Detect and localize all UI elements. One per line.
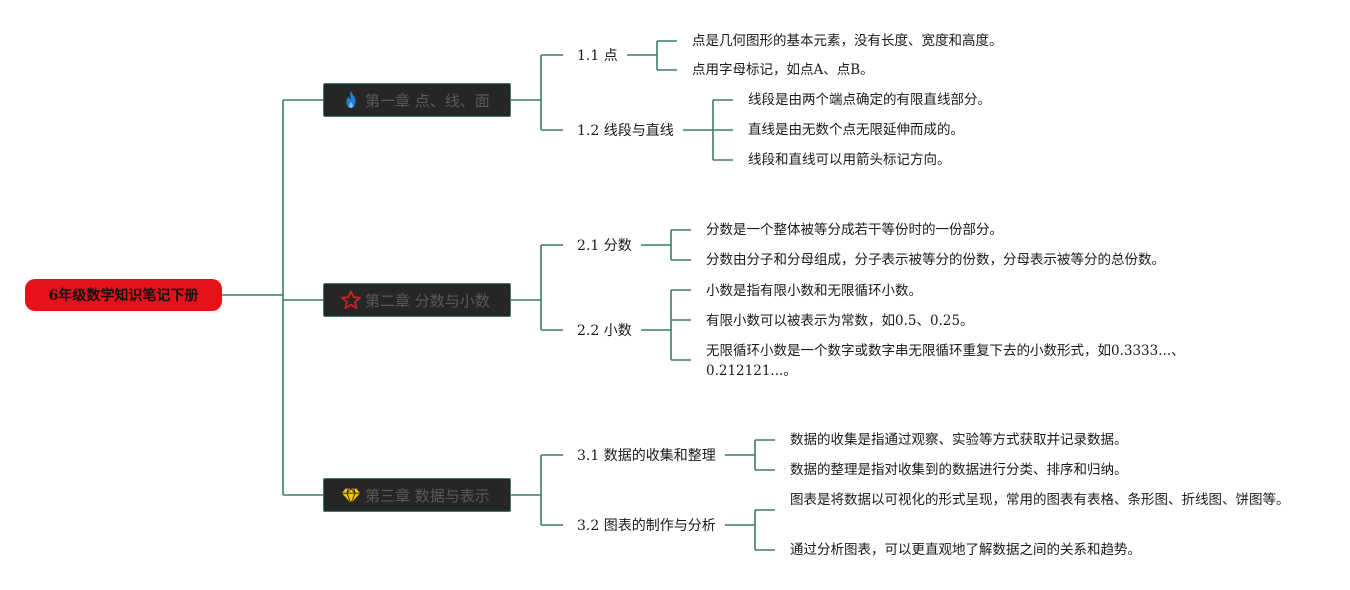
- root-node[interactable]: 6年级数学知识笔记下册: [25, 279, 222, 311]
- star-outline-icon: [340, 289, 362, 311]
- section-1-2[interactable]: 1.2 线段与直线: [577, 123, 674, 139]
- leaf-point: 数据的整理是指对收集到的数据进行分类、排序和归纳。: [790, 462, 1128, 478]
- chapter-node-3[interactable]: 第三章 数据与表示: [323, 478, 511, 512]
- leaf-point: 有限小数可以被表示为常数，如0.5、0.25。: [706, 313, 974, 329]
- leaf-point: 点用字母标记，如点A、点B。: [692, 62, 874, 78]
- leaf-point: 通过分析图表，可以更直观地了解数据之间的关系和趋势。: [790, 542, 1141, 558]
- section-2-2[interactable]: 2.2 小数: [577, 323, 632, 339]
- chapter-node-1[interactable]: 第一章 点、线、面: [323, 83, 511, 117]
- leaf-point: 无限循环小数是一个数字或数字串无限循环重复下去的小数形式，如0.3333...、…: [706, 343, 1185, 379]
- chapter-node-2[interactable]: 第二章 分数与小数: [323, 283, 511, 317]
- flame-icon: [340, 89, 362, 111]
- leaf-point: 点是几何图形的基本元素，没有长度、宽度和高度。: [692, 33, 1003, 49]
- leaf-point: 分数是一个整体被等分成若干等份时的一份部分。: [706, 222, 1003, 238]
- section-2-1[interactable]: 2.1 分数: [577, 238, 632, 254]
- diamond-icon: [340, 484, 362, 506]
- leaf-point: 分数由分子和分母组成，分子表示被等分的份数，分母表示被等分的总份数。: [706, 252, 1165, 268]
- leaf-point: 图表是将数据以可视化的形式呈现，常用的图表有表格、条形图、折线图、饼图等。: [790, 492, 1290, 508]
- section-1-1[interactable]: 1.1 点: [577, 48, 618, 64]
- chapter-title: 第一章 点、线、面: [365, 91, 490, 110]
- leaf-point: 数据的收集是指通过观察、实验等方式获取并记录数据。: [790, 432, 1128, 448]
- root-title: 6年级数学知识笔记下册: [48, 288, 199, 304]
- leaf-point: 直线是由无数个点无限延伸而成的。: [748, 122, 964, 138]
- chapter-title: 第二章 分数与小数: [365, 291, 490, 310]
- leaf-point: 线段是由两个端点确定的有限直线部分。: [748, 92, 991, 108]
- chapter-title: 第三章 数据与表示: [365, 486, 490, 505]
- leaf-point: 小数是指有限小数和无限循环小数。: [706, 283, 922, 299]
- leaf-point: 线段和直线可以用箭头标记方向。: [748, 152, 951, 168]
- section-3-1[interactable]: 3.1 数据的收集和整理: [577, 448, 716, 464]
- section-3-2[interactable]: 3.2 图表的制作与分析: [577, 518, 716, 534]
